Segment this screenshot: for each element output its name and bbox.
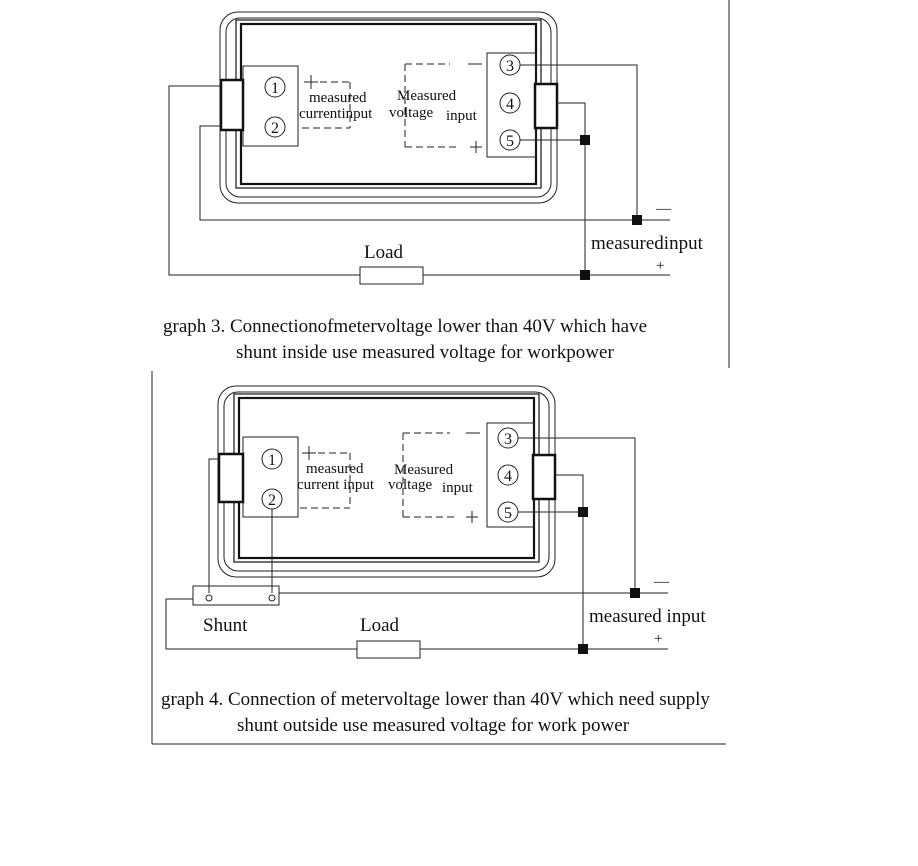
- load-resistor: [356, 640, 421, 659]
- plus-sign: +: [654, 631, 662, 647]
- svg-text:4: 4: [506, 96, 514, 113]
- svg-text:5: 5: [504, 505, 512, 522]
- current-input-label-1: measured: [309, 90, 367, 106]
- voltage-input-label-3: input: [446, 108, 478, 124]
- wiring-graph-3: [168, 64, 670, 285]
- caption-line-1: graph 4. Connection of metervoltage lowe…: [161, 689, 710, 710]
- graph-3: 1 2 3 4 5 measured currentinput: [163, 0, 730, 368]
- caption-line-1: graph 3. Connectionofmetervoltage lower …: [163, 316, 647, 337]
- svg-text:1: 1: [271, 80, 279, 97]
- voltage-input-label-3: input: [442, 480, 474, 496]
- terminal-3: 3: [499, 54, 521, 76]
- voltage-input-label-2: voltage: [389, 105, 433, 121]
- terminal-2: 2: [261, 488, 283, 510]
- voltage-input-bracket: Measured voltage input: [389, 63, 482, 153]
- svg-text:2: 2: [268, 492, 276, 509]
- caption-line-2: shunt outside use measured voltage for w…: [237, 715, 630, 736]
- minus-sign: —: [655, 201, 672, 217]
- load-resistor: [359, 266, 424, 285]
- terminal-5: 5: [499, 129, 521, 151]
- internal-shunt: [219, 78, 245, 132]
- svg-text:5: 5: [506, 133, 514, 150]
- voltage-input-bracket: Measured voltage input: [388, 432, 480, 523]
- load-label: Load: [360, 615, 400, 636]
- junction-dot: [580, 270, 590, 280]
- junction-dot: [632, 215, 642, 225]
- voltage-input-label-1: Measured: [397, 88, 457, 104]
- terminal-4: 4: [497, 464, 519, 486]
- graph-4: 1 2 3 4 5 measured current input: [151, 371, 726, 745]
- svg-text:4: 4: [504, 468, 512, 485]
- meter-display-frame: [235, 19, 542, 189]
- plus-sign: +: [656, 258, 664, 274]
- minus-sign: —: [653, 574, 670, 590]
- terminal-1: 1: [261, 448, 283, 470]
- shunt-label: Shunt: [203, 615, 248, 636]
- current-input-label-2: currentinput: [299, 106, 373, 122]
- svg-text:3: 3: [506, 58, 514, 75]
- terminal-5: 5: [497, 501, 519, 523]
- wiring-graph-4: [165, 437, 668, 659]
- terminal-4-connector: [533, 82, 559, 130]
- current-input-label-1: measured: [306, 461, 364, 477]
- terminal-4-connector: [531, 453, 557, 501]
- current-input-bracket: measured currentinput: [299, 75, 373, 129]
- current-input-bracket: measured current input: [297, 446, 375, 509]
- terminal-2: 2: [264, 116, 286, 138]
- measured-input-label: measuredinput: [591, 233, 704, 254]
- external-shunt: [192, 585, 280, 606]
- junction-dot: [580, 135, 590, 145]
- voltage-input-label-2: voltage: [388, 477, 432, 493]
- junction-dot: [630, 588, 640, 598]
- svg-text:3: 3: [504, 431, 512, 448]
- svg-text:2: 2: [271, 120, 279, 137]
- meter-display-area: [237, 396, 536, 560]
- measured-input-label: measured input: [589, 606, 706, 627]
- terminal-4: 4: [499, 92, 521, 114]
- meter-display-frame: [233, 393, 540, 563]
- junction-dot: [578, 644, 588, 654]
- terminal-3: 3: [497, 427, 519, 449]
- terminal-1: 1: [264, 76, 286, 98]
- current-input-label-2: current input: [297, 477, 375, 493]
- terminal-1-connector: [217, 452, 245, 504]
- meter-display-area: [239, 22, 538, 186]
- caption-line-2: shunt inside use measured voltage for wo…: [236, 342, 614, 363]
- voltage-input-label-1: Measured: [394, 462, 454, 478]
- junction-dot: [578, 507, 588, 517]
- svg-text:1: 1: [268, 452, 276, 469]
- load-label: Load: [364, 242, 404, 263]
